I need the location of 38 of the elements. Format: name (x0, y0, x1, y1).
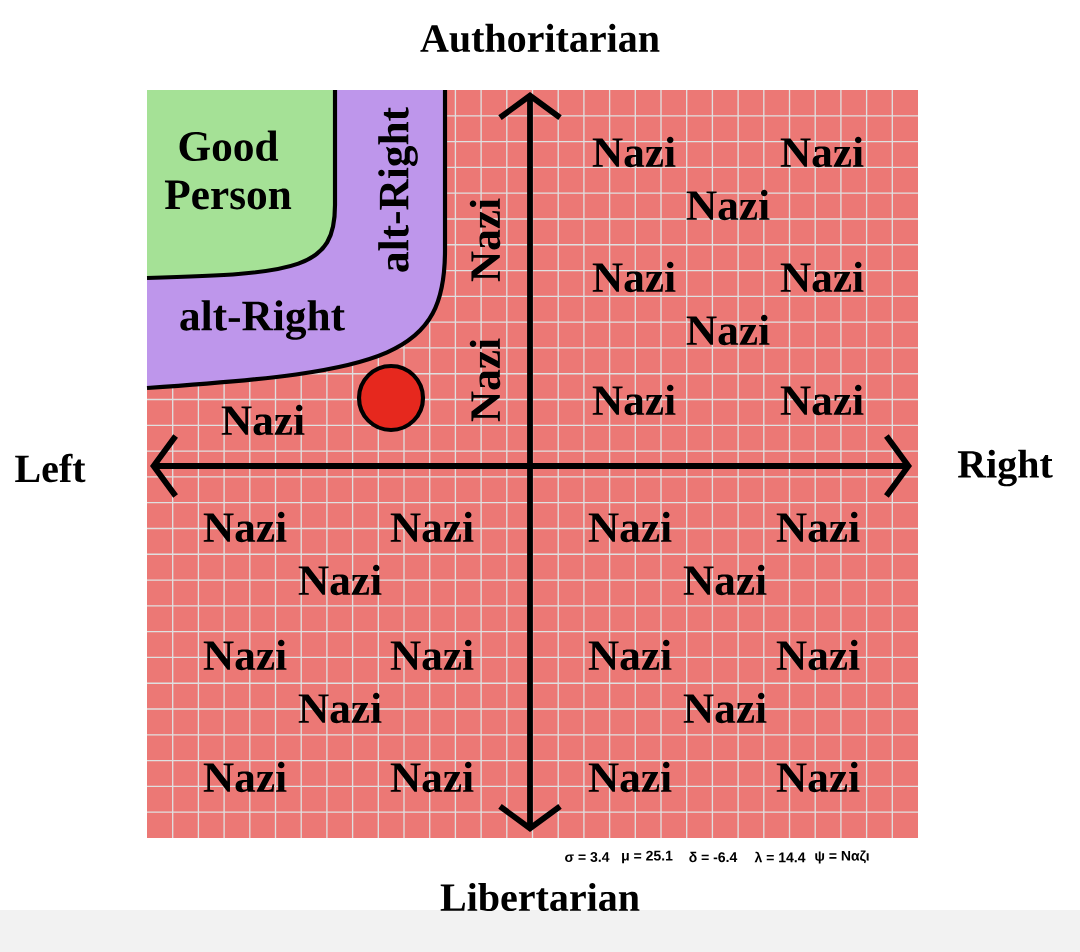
axis-label: Right (957, 449, 1053, 487)
statistic-label: ψ = Ναζι (815, 850, 870, 864)
region-label: Nazi (776, 639, 860, 671)
region-label: Nazi (592, 261, 676, 293)
region-label: Nazi (592, 136, 676, 168)
region-label: Nazi (298, 692, 382, 724)
region-label: Nazi (390, 511, 474, 543)
region-label: Nazi (776, 761, 860, 793)
region-label: Nazi (776, 511, 860, 543)
region-label: Nazi (203, 511, 287, 543)
region-label: Nazi (588, 511, 672, 543)
region-label: Nazi (469, 338, 501, 422)
region-label: Nazi (686, 189, 770, 221)
region-label: Nazi (203, 639, 287, 671)
region-label: Nazi (683, 692, 767, 724)
statistic-label: σ = 3.4 (565, 852, 610, 862)
region-label: Nazi (780, 384, 864, 416)
region-label: Nazi (592, 384, 676, 416)
region-label: Nazi (686, 314, 770, 346)
region-label: Nazi (780, 136, 864, 168)
region-label: Nazi (390, 761, 474, 793)
axis-label: Libertarian (440, 882, 640, 912)
region-label: Nazi (298, 564, 382, 596)
region-box: Good Person (146, 90, 338, 281)
region-label: Nazi (780, 261, 864, 293)
region-label: Nazi (683, 564, 767, 596)
region-label: Nazi (469, 198, 501, 282)
statistic-label: δ = -6.4 (689, 851, 738, 863)
statistic-label: λ = 14.4 (754, 851, 806, 863)
axis-label: Authoritarian (420, 23, 660, 53)
statistic-label: μ = 25.1 (622, 850, 673, 864)
axis-label: Left (15, 453, 86, 483)
marker-dot (356, 363, 426, 433)
region-label: Nazi (203, 761, 287, 793)
region-label: Nazi (390, 639, 474, 671)
region-label: Nazi (588, 761, 672, 793)
region-label: Nazi (221, 404, 305, 436)
region-label: Nazi (588, 639, 672, 671)
